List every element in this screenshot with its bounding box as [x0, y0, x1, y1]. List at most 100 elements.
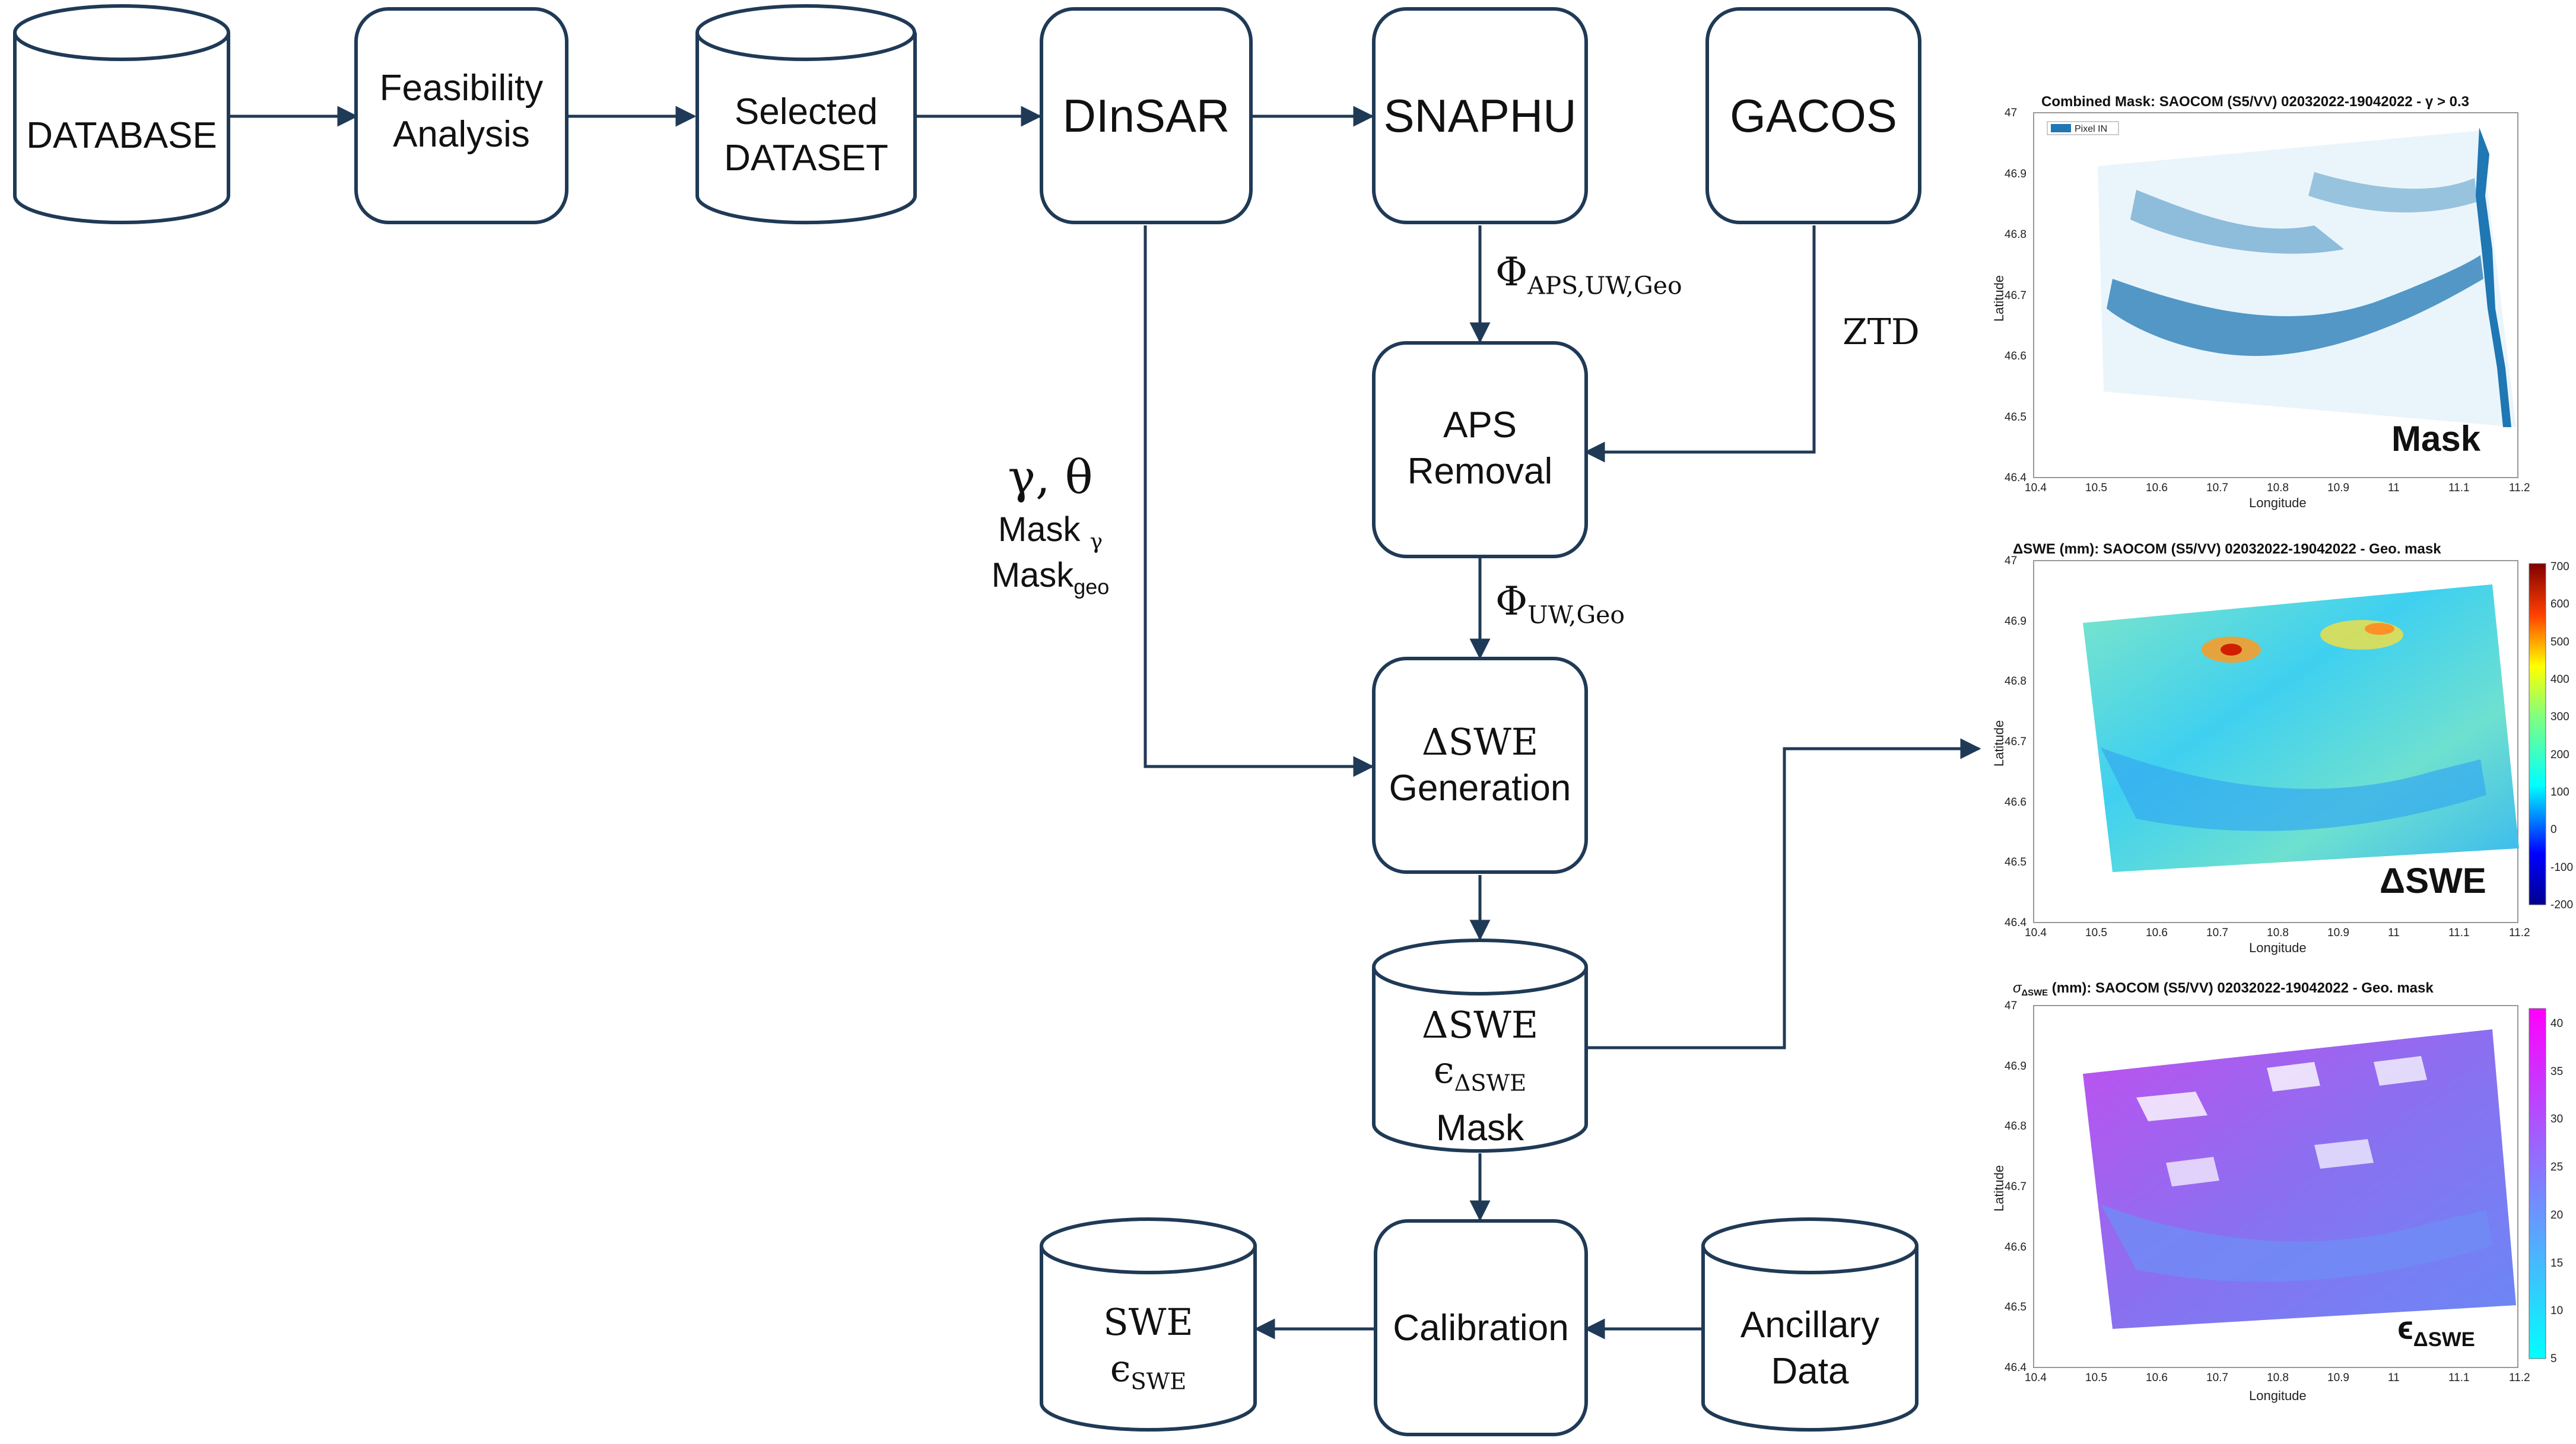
selected-label-line1: Selected: [734, 91, 878, 132]
mask-panel-title: Combined Mask: SAOCOM (S5/VV) 02032022-1…: [2041, 94, 2469, 110]
swe-cylinder-top: [1040, 1217, 1257, 1274]
phi1-symbol: Φ: [1495, 249, 1528, 295]
aps-label-line1: APS: [1443, 405, 1517, 446]
dswe-panel-label: ΔSWE: [2380, 861, 2486, 901]
mask-xtick: 11.1: [2448, 482, 2470, 494]
snaphu-label: SNAPHU: [1383, 90, 1577, 142]
eps-xtick: 10.7: [2206, 1372, 2228, 1384]
mask-panel-plot: [2033, 112, 2518, 478]
eps-ytick: 46.4: [2005, 1362, 2027, 1374]
eps-title-sigma: σ: [2013, 980, 2022, 996]
mask-xtick: 11: [2388, 482, 2400, 494]
eps-xtick: 10.9: [2327, 1372, 2349, 1384]
eps-colorbar-tick: 10: [2550, 1305, 2564, 1318]
dswe-db-line2: ϵΔSWE: [1374, 1048, 1586, 1106]
swe-eps: ϵ: [1110, 1347, 1131, 1390]
ancillary-label-line2: Data: [1771, 1351, 1849, 1392]
mask-xtick: 10.8: [2267, 482, 2289, 494]
mask-xtick: 10.9: [2327, 482, 2349, 494]
ancillary-label-line1: Ancillary: [1740, 1305, 1880, 1346]
dswe-db-cylinder: [1372, 967, 1588, 1153]
dswe-generation-box: [1372, 657, 1588, 874]
dswe-colorbar-tick: 600: [2550, 598, 2569, 611]
dswe-colorbar: [2529, 563, 2546, 905]
database-cylinder: [13, 33, 230, 224]
dswe-colorbar-tick: 0: [2550, 823, 2557, 836]
database-cylinder-top: [13, 4, 230, 61]
dswe-ytick: 46.6: [2005, 796, 2027, 809]
eps-xtick: 10.5: [2085, 1372, 2107, 1384]
calibration-label: Calibration: [1393, 1308, 1569, 1348]
mask-xtick: 11.2: [2509, 482, 2530, 494]
dswe-xtick: 10.9: [2327, 927, 2349, 939]
eps-colorbar-tick: 5: [2550, 1353, 2557, 1365]
feasibility-label-line2: Analysis: [393, 114, 530, 155]
dswe-db-label: ΔSWE ϵΔSWE Mask: [1374, 1003, 1586, 1151]
eps-label-symbol: ϵ: [2397, 1309, 2413, 1346]
selected-cylinder-top: [695, 4, 916, 61]
dswe-colorbar-tick: 700: [2550, 561, 2569, 573]
dswe-panel-plot: [2033, 560, 2546, 923]
mask-gamma-sub: γ: [1090, 529, 1103, 554]
eps-colorbar-tick: 35: [2550, 1065, 2564, 1078]
arrow-gacos-aps: [1584, 225, 1816, 463]
mask-xlabel: Longitude: [2249, 495, 2307, 510]
dswe-db-cylinder-top: [1372, 939, 1588, 995]
selected-label-line2: DATASET: [724, 138, 888, 179]
dswe-ytick: 46.4: [2005, 917, 2027, 929]
swe-label: SWE ϵSWE: [1041, 1299, 1255, 1405]
eps-xtick: 11.2: [2509, 1372, 2530, 1384]
selected-dataset-label: Selected DATASET: [697, 89, 915, 182]
eps-xlabel: Longitude: [2249, 1388, 2307, 1403]
mask-geo-sub: geo: [1073, 574, 1110, 599]
dswe-colorbar-tick: 500: [2550, 635, 2569, 648]
gacos-label: GACOS: [1730, 90, 1897, 142]
dswe-db-line1: ΔSWE: [1421, 1003, 1539, 1047]
eps-colorbar-tick: 15: [2550, 1257, 2564, 1270]
eps-colorbar-tick: 40: [2550, 1017, 2564, 1030]
eps-colorbar: [2529, 1008, 2546, 1359]
dswe-xtick: 10.7: [2206, 927, 2228, 939]
eps-panel-label: ϵΔSWE: [2397, 1308, 2475, 1351]
dswe-db-line3: Mask: [1435, 1108, 1524, 1149]
mask-ytick: 46.6: [2005, 350, 2027, 362]
eps-ytick: 46.7: [2005, 1181, 2027, 1193]
eps-title-rest: (mm): SAOCOM (S5/VV) 02032022-19042022 -…: [2051, 980, 2434, 996]
calibration-box: [1374, 1219, 1588, 1436]
mask-ytick: 47: [2005, 107, 2018, 119]
aps-box: [1372, 341, 1588, 558]
mask-panel-label: Mask: [2391, 419, 2481, 459]
mask-ytick: 46.5: [2005, 411, 2027, 424]
dinsar-box: [1040, 7, 1253, 224]
dswe-colorbar-tick: -200: [2550, 899, 2574, 911]
mask-ytick: 46.4: [2005, 472, 2027, 484]
dswe-ytick: 47: [2005, 555, 2018, 567]
eps-ytick: 46.9: [2005, 1060, 2027, 1073]
dswe-db-eps-sub: ΔSWE: [1454, 1070, 1527, 1097]
eps-xtick: 10.8: [2267, 1372, 2289, 1384]
dswe-generation-line1: ΔSWE: [1421, 720, 1539, 764]
ztd-label: ZTD: [1843, 311, 1920, 353]
arrow-db-panels: [1586, 738, 1981, 1049]
dswe-xtick: 10.6: [2146, 927, 2168, 939]
dswe-ytick: 46.5: [2005, 856, 2027, 869]
mask-xtick: 10.5: [2085, 482, 2107, 494]
feasibility-box: [354, 7, 568, 224]
snaphu-box: [1372, 7, 1588, 224]
database-label: DATABASE: [26, 115, 217, 156]
eps-ytick: 46.8: [2005, 1120, 2027, 1133]
eps-label-sub: ΔSWE: [2413, 1328, 2475, 1351]
feasibility-label: Feasibility Analysis: [356, 65, 567, 158]
gacos-box: [1705, 7, 1921, 224]
mask-geo-text: Mask: [991, 556, 1074, 594]
dswe-generation-label: ΔSWE Generation: [1374, 719, 1586, 812]
dswe-db-eps: ϵ: [1433, 1048, 1454, 1092]
dswe-colorbar-tick: 100: [2550, 786, 2569, 799]
mask-valley-band: [2107, 255, 2483, 356]
ancillary-data-label: Ancillary Data: [1703, 1302, 1917, 1395]
mask-xtick: 10.7: [2206, 482, 2228, 494]
dswe-ytick: 46.8: [2005, 675, 2027, 688]
dswe-ytick: 46.9: [2005, 615, 2027, 628]
